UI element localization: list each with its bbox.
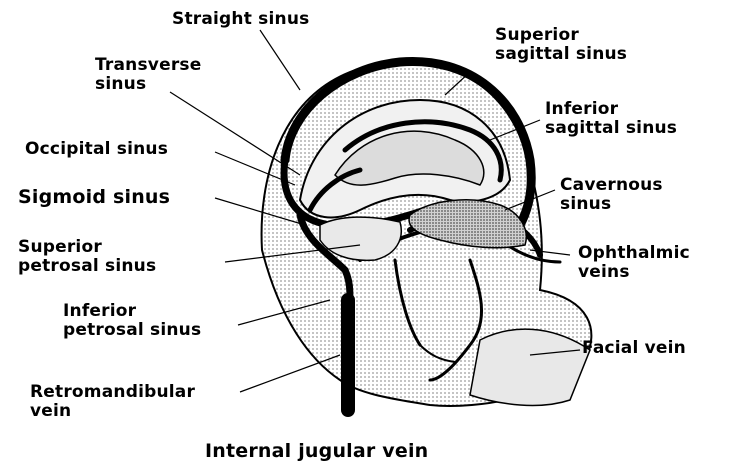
label-text: sagittal sinus (545, 119, 677, 138)
label-retromandibular-vein: Retromandibular vein (30, 383, 195, 421)
label-text: Superior (495, 26, 627, 45)
label-internal-jugular-vein: Internal jugular vein (205, 441, 428, 462)
label-text: Sigmoid sinus (18, 187, 170, 208)
label-text: Cavernous (560, 176, 663, 195)
label-text: Transverse (95, 56, 201, 75)
label-inferior-sagittal-sinus: Inferior sagittal sinus (545, 100, 677, 138)
label-text: petrosal sinus (18, 257, 156, 276)
label-text: sinus (95, 75, 201, 94)
label-sigmoid-sinus: Sigmoid sinus (18, 187, 170, 208)
label-text: Facial vein (582, 339, 686, 358)
label-transverse-sinus: Transverse sinus (95, 56, 201, 94)
label-superior-sagittal-sinus: Superior sagittal sinus (495, 26, 627, 64)
label-text: Retromandibular (30, 383, 195, 402)
label-text: veins (578, 263, 690, 282)
label-occipital-sinus: Occipital sinus (25, 140, 168, 159)
label-text: vein (30, 402, 195, 421)
label-text: sagittal sinus (495, 45, 627, 64)
label-superior-petrosal-sinus: Superior petrosal sinus (18, 238, 156, 276)
label-cavernous-sinus: Cavernous sinus (560, 176, 663, 214)
label-text: Internal jugular vein (205, 441, 428, 462)
label-inferior-petrosal-sinus: Inferior petrosal sinus (63, 302, 201, 340)
label-text: Straight sinus (172, 10, 309, 29)
label-facial-vein: Facial vein (582, 339, 686, 358)
label-straight-sinus: Straight sinus (172, 10, 309, 29)
label-text: sinus (560, 195, 663, 214)
label-text: petrosal sinus (63, 321, 201, 340)
label-text: Inferior (545, 100, 677, 119)
label-text: Superior (18, 238, 156, 257)
label-text: Ophthalmic (578, 244, 690, 263)
label-text: Inferior (63, 302, 201, 321)
label-ophthalmic-veins: Ophthalmic veins (578, 244, 690, 282)
label-text: Occipital sinus (25, 140, 168, 159)
